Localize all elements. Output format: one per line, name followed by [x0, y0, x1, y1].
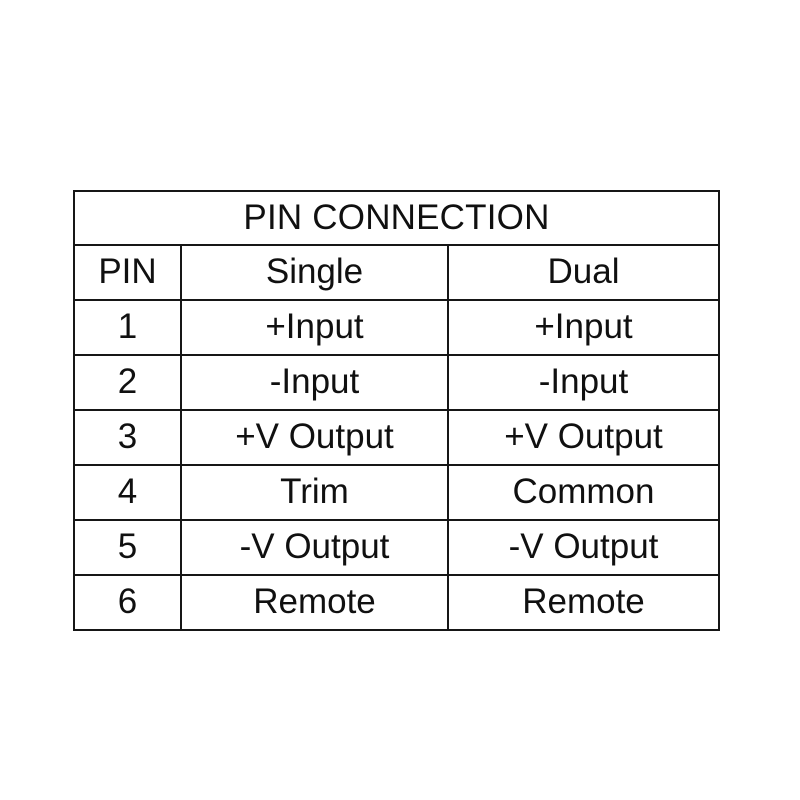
cell-dual-function: +V Output — [447, 409, 720, 466]
table-row: 6 Remote Remote — [73, 574, 720, 631]
table-row: 2 -Input -Input — [73, 354, 720, 411]
cell-pin-number: 4 — [73, 464, 182, 521]
table-row: 5 -V Output -V Output — [73, 519, 720, 576]
cell-single-function: +V Output — [180, 409, 449, 466]
table-header-row: PIN Single Dual — [73, 244, 720, 301]
column-header-pin: PIN — [73, 244, 182, 301]
cell-dual-function: +Input — [447, 299, 720, 356]
cell-single-function: Remote — [180, 574, 449, 631]
cell-pin-number: 1 — [73, 299, 182, 356]
table-row: 4 Trim Common — [73, 464, 720, 521]
cell-single-function: +Input — [180, 299, 449, 356]
cell-pin-number: 5 — [73, 519, 182, 576]
column-header-dual: Dual — [447, 244, 720, 301]
cell-single-function: -Input — [180, 354, 449, 411]
table-title-row: PIN CONNECTION — [73, 190, 720, 246]
cell-dual-function: -Input — [447, 354, 720, 411]
cell-dual-function: Common — [447, 464, 720, 521]
table-title: PIN CONNECTION — [73, 190, 720, 246]
cell-pin-number: 2 — [73, 354, 182, 411]
cell-dual-function: -V Output — [447, 519, 720, 576]
cell-dual-function: Remote — [447, 574, 720, 631]
table-row: 3 +V Output +V Output — [73, 409, 720, 466]
pin-connection-table-container: PIN CONNECTION PIN Single Dual 1 +Input … — [73, 190, 720, 631]
cell-pin-number: 3 — [73, 409, 182, 466]
column-header-single: Single — [180, 244, 449, 301]
pin-connection-table: PIN CONNECTION PIN Single Dual 1 +Input … — [73, 190, 720, 631]
cell-single-function: Trim — [180, 464, 449, 521]
cell-pin-number: 6 — [73, 574, 182, 631]
cell-single-function: -V Output — [180, 519, 449, 576]
table-row: 1 +Input +Input — [73, 299, 720, 356]
